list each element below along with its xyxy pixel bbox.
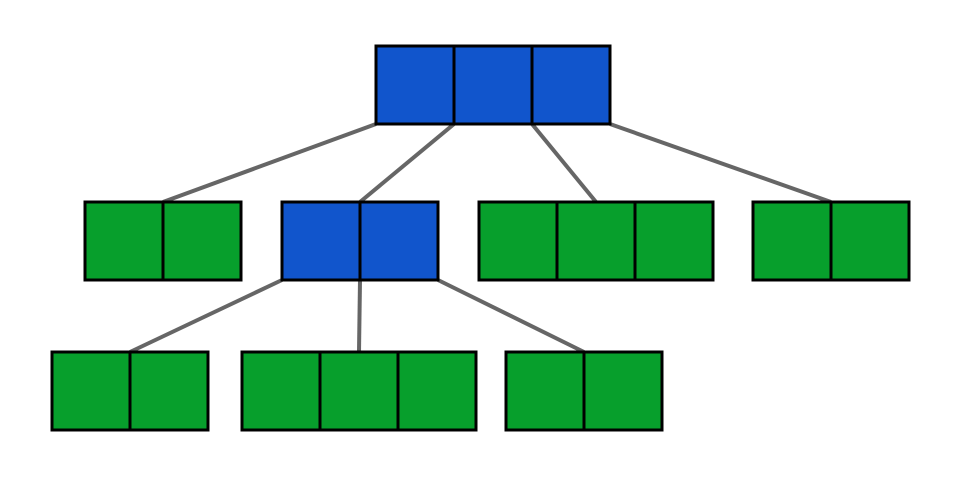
tree-edge	[358, 122, 456, 204]
nodes-layer	[50, 44, 911, 432]
node-cell	[240, 350, 322, 432]
node-cell	[477, 200, 559, 282]
internal-node	[374, 44, 612, 126]
node-cell	[751, 200, 833, 282]
node-cell	[128, 350, 210, 432]
tree-edge	[609, 122, 832, 204]
tree-edge	[129, 278, 283, 354]
leaf-node	[240, 350, 478, 432]
tree-edge	[162, 122, 377, 204]
node-cell	[83, 200, 165, 282]
edges-layer	[129, 122, 832, 354]
leaf-node	[477, 200, 715, 282]
tree-edge	[357, 279, 362, 353]
node-cell	[161, 200, 243, 282]
internal-node	[280, 200, 440, 282]
leaf-node	[504, 350, 664, 432]
tree-edge	[530, 122, 598, 204]
node-cell	[582, 350, 664, 432]
node-cell	[633, 200, 715, 282]
node-cell	[452, 44, 534, 126]
node-cell	[396, 350, 478, 432]
node-cell	[318, 350, 400, 432]
node-cell	[374, 44, 456, 126]
node-cell	[555, 200, 637, 282]
leaf-node	[83, 200, 243, 282]
node-cell	[358, 200, 440, 282]
node-cell	[504, 350, 586, 432]
leaf-node	[751, 200, 911, 282]
node-cell	[829, 200, 911, 282]
node-cell	[50, 350, 132, 432]
leaf-node	[50, 350, 210, 432]
tree-edge	[437, 278, 585, 354]
node-cell	[530, 44, 612, 126]
node-cell	[280, 200, 362, 282]
